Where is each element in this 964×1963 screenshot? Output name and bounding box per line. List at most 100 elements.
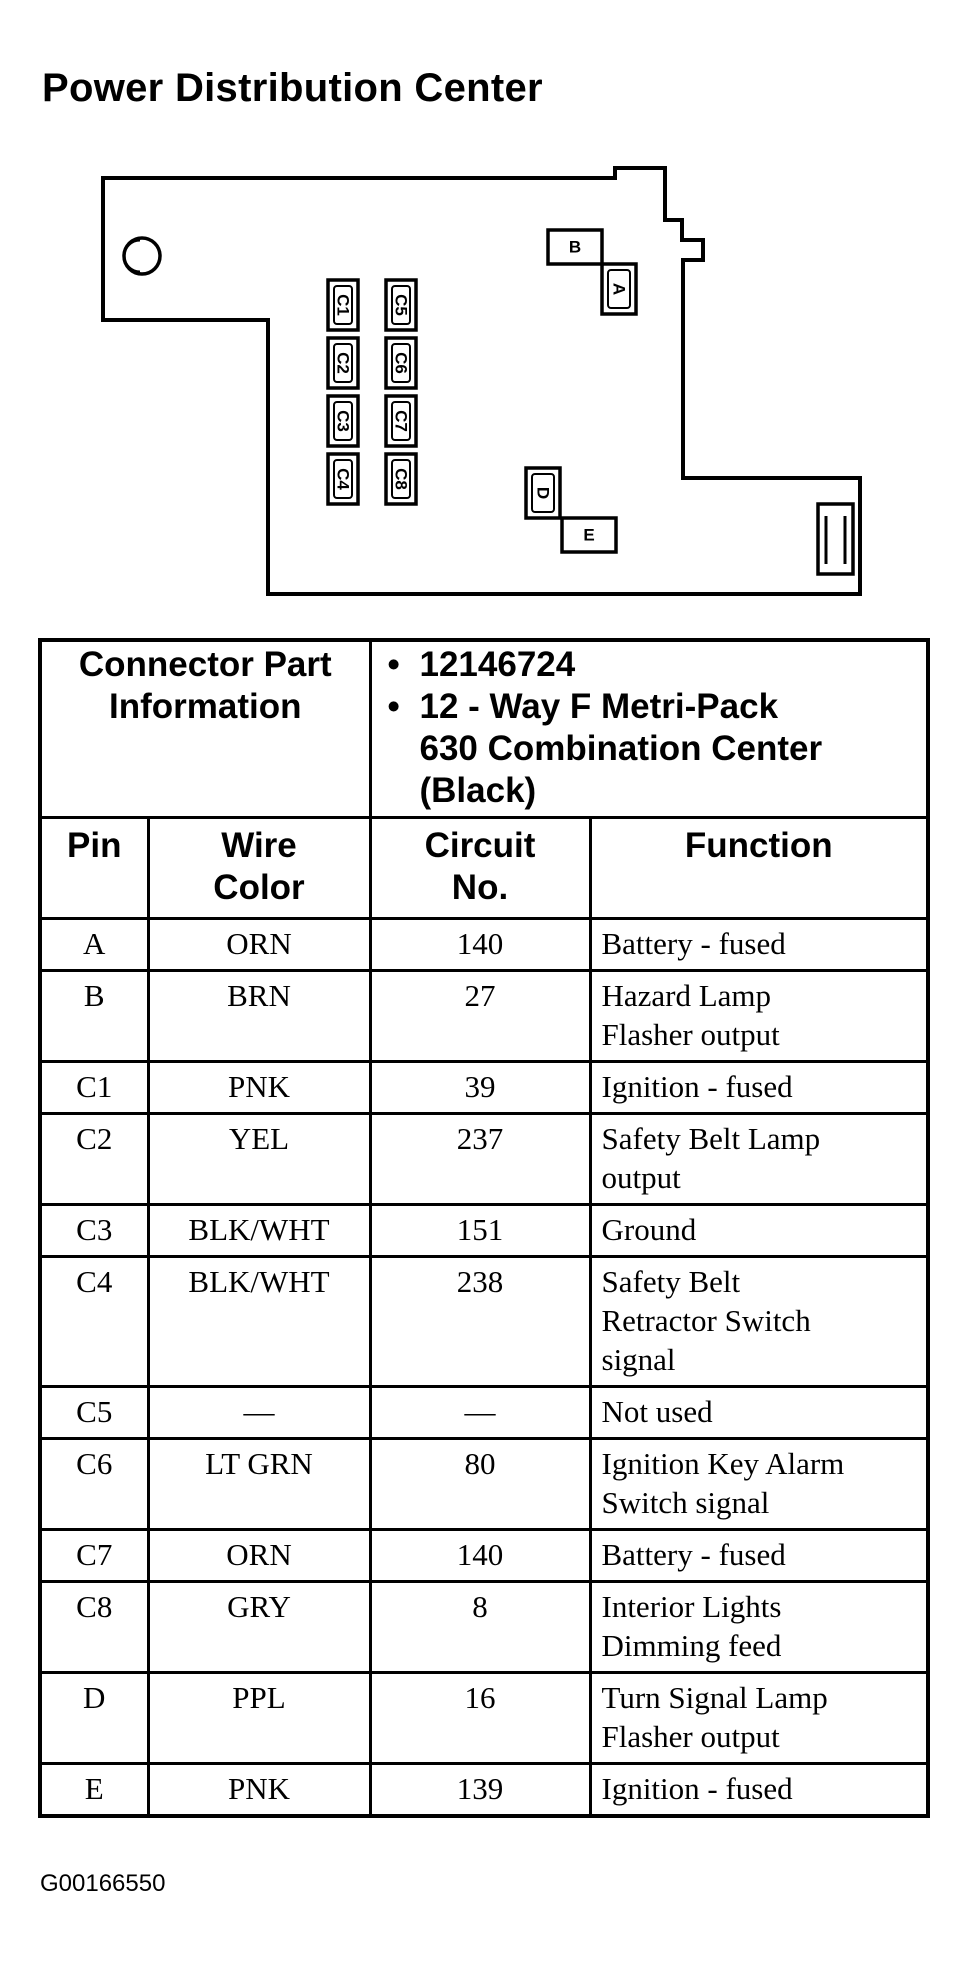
pin-cell: C7: [38, 1528, 150, 1583]
pin-cavity-b: B: [546, 228, 604, 266]
pin-cavity-c8: C8: [384, 452, 418, 506]
function-line: output: [601, 1160, 681, 1195]
circuit-cell: 238: [368, 1255, 592, 1388]
function-line: Ignition Key Alarm: [601, 1446, 845, 1481]
pin-cavity-c1: C1: [326, 278, 360, 332]
housing-outline: [101, 166, 862, 596]
pin-label: C6: [392, 352, 411, 374]
pin-cell: A: [38, 917, 150, 972]
pin-cell: E: [38, 1762, 150, 1818]
function-line: Interior Lights: [601, 1589, 782, 1624]
function-line: Flasher output: [601, 1719, 780, 1754]
circuit-cell: 140: [368, 917, 592, 972]
pin-cell: C6: [38, 1437, 150, 1531]
wire-color-cell: PPL: [146, 1671, 372, 1765]
pin-label: C3: [334, 410, 353, 432]
circuit-cell: 151: [368, 1203, 592, 1258]
circuit-cell: 139: [368, 1762, 592, 1818]
pin-label: A: [610, 283, 629, 295]
pin-cavity-c4: C4: [326, 452, 360, 506]
connector-info-values: • 12146724 • 12 - Way F Metri-Pack 630 C…: [368, 638, 930, 819]
wire-color-cell: PNK: [146, 1060, 372, 1115]
bullet-icon: •: [387, 687, 400, 726]
function-cell: Not used: [588, 1385, 930, 1440]
pin-cavity-d: D: [524, 466, 562, 520]
circuit-cell: —: [368, 1385, 592, 1440]
connector-info-label: Connector Part Information: [38, 638, 372, 819]
function-column-header: Function: [588, 816, 930, 920]
function-line: Hazard Lamp: [601, 978, 772, 1013]
part-number: 12146724: [419, 645, 576, 684]
circuit-cell: 39: [368, 1060, 592, 1115]
function-cell: Ignition - fused: [588, 1762, 930, 1818]
circuit-cell: 8: [368, 1580, 592, 1674]
pin-column-header: Pin: [38, 816, 150, 920]
wire-color-column-header: Wire Color: [146, 816, 372, 920]
wire-header-line-2: Color: [213, 868, 305, 907]
wire-color-cell: GRY: [146, 1580, 372, 1674]
pin-cavity-c2: C2: [326, 336, 360, 390]
description-line: • 12 - Way F Metri-Pack: [388, 686, 927, 728]
function-line: Ignition - fused: [601, 1069, 793, 1104]
connector-info-label-text: Connector Part Information: [78, 645, 332, 726]
pin-cavity-c6: C6: [384, 336, 418, 390]
wire-color-cell: ORN: [146, 1528, 372, 1583]
wire-color-cell: LT GRN: [146, 1437, 372, 1531]
function-cell: Ignition - fused: [588, 1060, 930, 1115]
pin-cavity-e: E: [560, 516, 618, 554]
pin-cavity-c7: C7: [384, 394, 418, 448]
description-line-1: 12 - Way F Metri-Pack: [419, 687, 779, 726]
pin-label: C8: [392, 468, 411, 490]
pin-label: C5: [392, 294, 411, 316]
function-cell: Safety Belt Lamp output: [588, 1112, 930, 1206]
pin-label: C1: [334, 294, 353, 316]
function-line: Flasher output: [601, 1017, 780, 1052]
part-number-line: • 12146724: [388, 644, 927, 686]
function-line: Ignition - fused: [601, 1771, 793, 1806]
wire-color-cell: BLK/WHT: [146, 1255, 372, 1388]
function-line: Safety Belt: [601, 1264, 741, 1299]
function-header-text: Function: [684, 826, 833, 865]
pin-cell: C3: [38, 1203, 150, 1258]
pin-cavity-a: A: [600, 262, 638, 316]
circuit-cell: 237: [368, 1112, 592, 1206]
function-cell: Battery - fused: [588, 917, 930, 972]
pin-cavity-c3: C3: [326, 394, 360, 448]
wire-header-line-1: Wire: [221, 826, 297, 865]
function-line: Safety Belt Lamp: [601, 1121, 821, 1156]
function-line: Retractor Switch: [601, 1303, 811, 1338]
circuit-cell: 27: [368, 969, 592, 1063]
circuit-cell: 140: [368, 1528, 592, 1583]
pin-label: C4: [334, 468, 353, 490]
function-cell: Ground: [588, 1203, 930, 1258]
function-line: Ground: [601, 1212, 697, 1247]
function-line: Switch signal: [601, 1485, 770, 1520]
description-line-3: (Black): [419, 771, 537, 810]
pin-cell: C5: [38, 1385, 150, 1440]
connector-table: Connector Part Information • 12146724 • …: [38, 638, 931, 1818]
pin-label: C2: [334, 352, 353, 374]
circuit-column-header: Circuit No.: [368, 816, 592, 920]
wire-color-cell: PNK: [146, 1762, 372, 1818]
table-row: C5——Not used: [38, 1385, 930, 1440]
wire-color-cell: ORN: [146, 917, 372, 972]
pin-cell: C8: [38, 1580, 150, 1674]
function-line: Battery - fused: [601, 926, 786, 961]
function-line: Dimming feed: [601, 1628, 782, 1663]
connector-info-row: Connector Part Information • 12146724 • …: [38, 638, 930, 819]
pin-cavity-c5: C5: [384, 278, 418, 332]
